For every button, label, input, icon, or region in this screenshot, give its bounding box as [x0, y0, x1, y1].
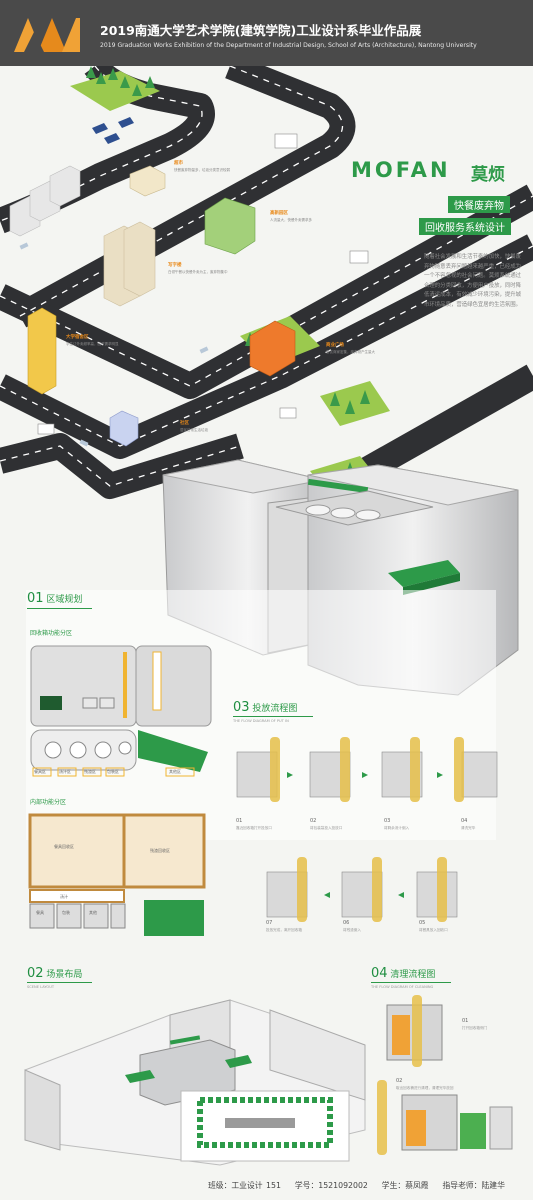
put-in-flow-illustration	[236, 737, 498, 922]
brand-name: MOFAN	[351, 158, 451, 182]
building-yellow	[27, 307, 57, 395]
section-en-caption: THE FLOW DIAGRAM OF PUT IN	[233, 719, 289, 723]
clean-step-number: 01	[462, 1018, 469, 1024]
map-tag-text: 餐饮商家密集，废弃物产生量大	[326, 350, 375, 354]
section-underline	[371, 982, 451, 983]
section-label: 清理流程图	[390, 970, 436, 980]
map-tag-title: 高新园区	[270, 211, 288, 216]
map-tag-text: 白领午餐以快餐外卖为主，废弃物集中	[168, 270, 228, 274]
section-04-title: 04 清理流程图	[371, 966, 435, 981]
section-underline	[233, 716, 313, 717]
section-03-title: 03 投放流程图	[233, 700, 297, 715]
section-en-caption: THE FLOW DIAGRAM OF CLEANING	[371, 985, 434, 989]
flow-step-number: 07	[266, 920, 273, 926]
subsection-title: 回收箱功能分区	[30, 630, 73, 637]
zone-label: 餐具区	[34, 769, 46, 774]
clean-step-text: 取出回收桶进行清理，清理完毕放回	[396, 1086, 454, 1090]
footer-student-name: 蔡凤霞	[405, 1181, 429, 1190]
floor-plan	[180, 1090, 350, 1162]
flow-step-text: 靠近回收箱打开投放口	[236, 826, 272, 830]
project-description: 随着社会发展和生活节奏的加快，快餐废弃物随意丢弃问题越来越严重，已经成为一个不容…	[424, 254, 522, 308]
exhibition-title-en: 2019 Graduation Works Exhibition of the …	[100, 42, 477, 49]
map-tag-text: 学生订外卖频率高，回收需求明显	[66, 342, 119, 346]
flow-step-number: 03	[384, 818, 391, 824]
footer-credits: 班级：工业设计 151 学号：1521092002 学生：蔡凤霞 指导老师：陆建…	[208, 1180, 505, 1191]
zone-label: 残渣区	[84, 769, 96, 774]
flow-step-number: 01	[236, 818, 243, 824]
subsection-title: 内部功能分区	[30, 799, 67, 806]
flow-step-number: 06	[343, 920, 350, 926]
flow-step-text: 清洗完毕	[461, 826, 476, 830]
interior-note-box	[144, 900, 204, 936]
section-number: 04	[371, 966, 388, 981]
zone-label: 汤汁区	[59, 769, 71, 774]
cleaning-flow-illustration	[377, 995, 513, 1155]
map-tag-title: 商业广场	[326, 343, 344, 348]
flow-step-text: 将残渣倒入	[343, 928, 361, 932]
building-blue	[109, 410, 139, 447]
section-underline	[27, 608, 92, 609]
map-tag-title: 大学宿舍区	[66, 335, 89, 340]
section-label: 区域规划	[46, 595, 83, 605]
section-02-title: 02 场景布局	[27, 966, 82, 981]
flow-step-text: 投放完成，离开回收箱	[266, 928, 302, 932]
footer-teacher-name: 陆建华	[481, 1181, 505, 1190]
footer-student-label: 学生：	[381, 1181, 406, 1190]
section-number: 02	[27, 966, 44, 981]
exhibition-title: 2019南通大学艺术学院(建筑学院)工业设计系毕业作品展	[100, 23, 422, 38]
section-underline	[27, 982, 92, 983]
inner-label: 包装	[62, 910, 70, 915]
map-tag-text: 居民日常生活垃圾	[180, 428, 208, 432]
building-white	[9, 165, 81, 237]
interior-diagram	[28, 813, 206, 929]
flow-step-number: 04	[461, 818, 468, 824]
building-green	[204, 197, 256, 255]
inner-label: 餐具	[36, 910, 44, 915]
footer-student-no: 学号：1521092002	[294, 1181, 368, 1190]
flow-step-text: 将包装袋投入投放口	[310, 826, 343, 830]
map-tag-title: 写字楼	[168, 263, 182, 268]
section-en-caption: SCENE LAYOUT	[27, 985, 55, 989]
flow-step-number: 05	[419, 920, 426, 926]
clean-step-number: 02	[396, 1078, 403, 1084]
inner-label: 餐具回收区	[54, 844, 74, 849]
section-number: 01	[27, 591, 44, 606]
section-01-title: 01 区域规划	[27, 591, 82, 606]
subtitle-badge: 回收服务系统设计	[419, 218, 511, 235]
map-tag-title: 社区	[180, 421, 189, 426]
inner-label: 汤汁	[60, 894, 68, 899]
header-bar	[0, 0, 533, 66]
section-number: 03	[233, 700, 250, 715]
footer-class: 班级：工业设计 151	[208, 1181, 281, 1190]
footer-teacher-label: 指导老师：	[442, 1181, 482, 1190]
building-shop	[129, 165, 166, 197]
map-tag-title: 超市	[174, 161, 183, 166]
zone-label: 包装区	[107, 769, 119, 774]
zoning-diagram	[30, 645, 212, 777]
inner-label: 残渣回收区	[150, 848, 170, 853]
school-logo	[14, 18, 80, 52]
flow-step-text: 将餐具放入回收口	[419, 928, 448, 932]
flow-step-number: 02	[310, 818, 317, 824]
map-tag-text: 快餐废弃物量多，垃圾分类意识较弱	[174, 168, 230, 172]
inner-label: 其他	[89, 910, 97, 915]
subtitle-badge: 快餐废弃物	[448, 196, 510, 213]
brand-name-cn: 莫烦	[471, 165, 505, 185]
building-beige	[103, 221, 156, 307]
section-label: 投放流程图	[252, 704, 298, 714]
clean-step-text: 打开回收箱侧门	[462, 1026, 488, 1030]
section-label: 场景布局	[46, 970, 83, 980]
map-tag-text: 人流量大，快餐外卖需求多	[270, 218, 312, 222]
building-orange	[249, 320, 296, 377]
zone-label: 其他区	[169, 769, 181, 774]
flow-step-text: 将剩余汤汁倒入	[384, 826, 410, 830]
